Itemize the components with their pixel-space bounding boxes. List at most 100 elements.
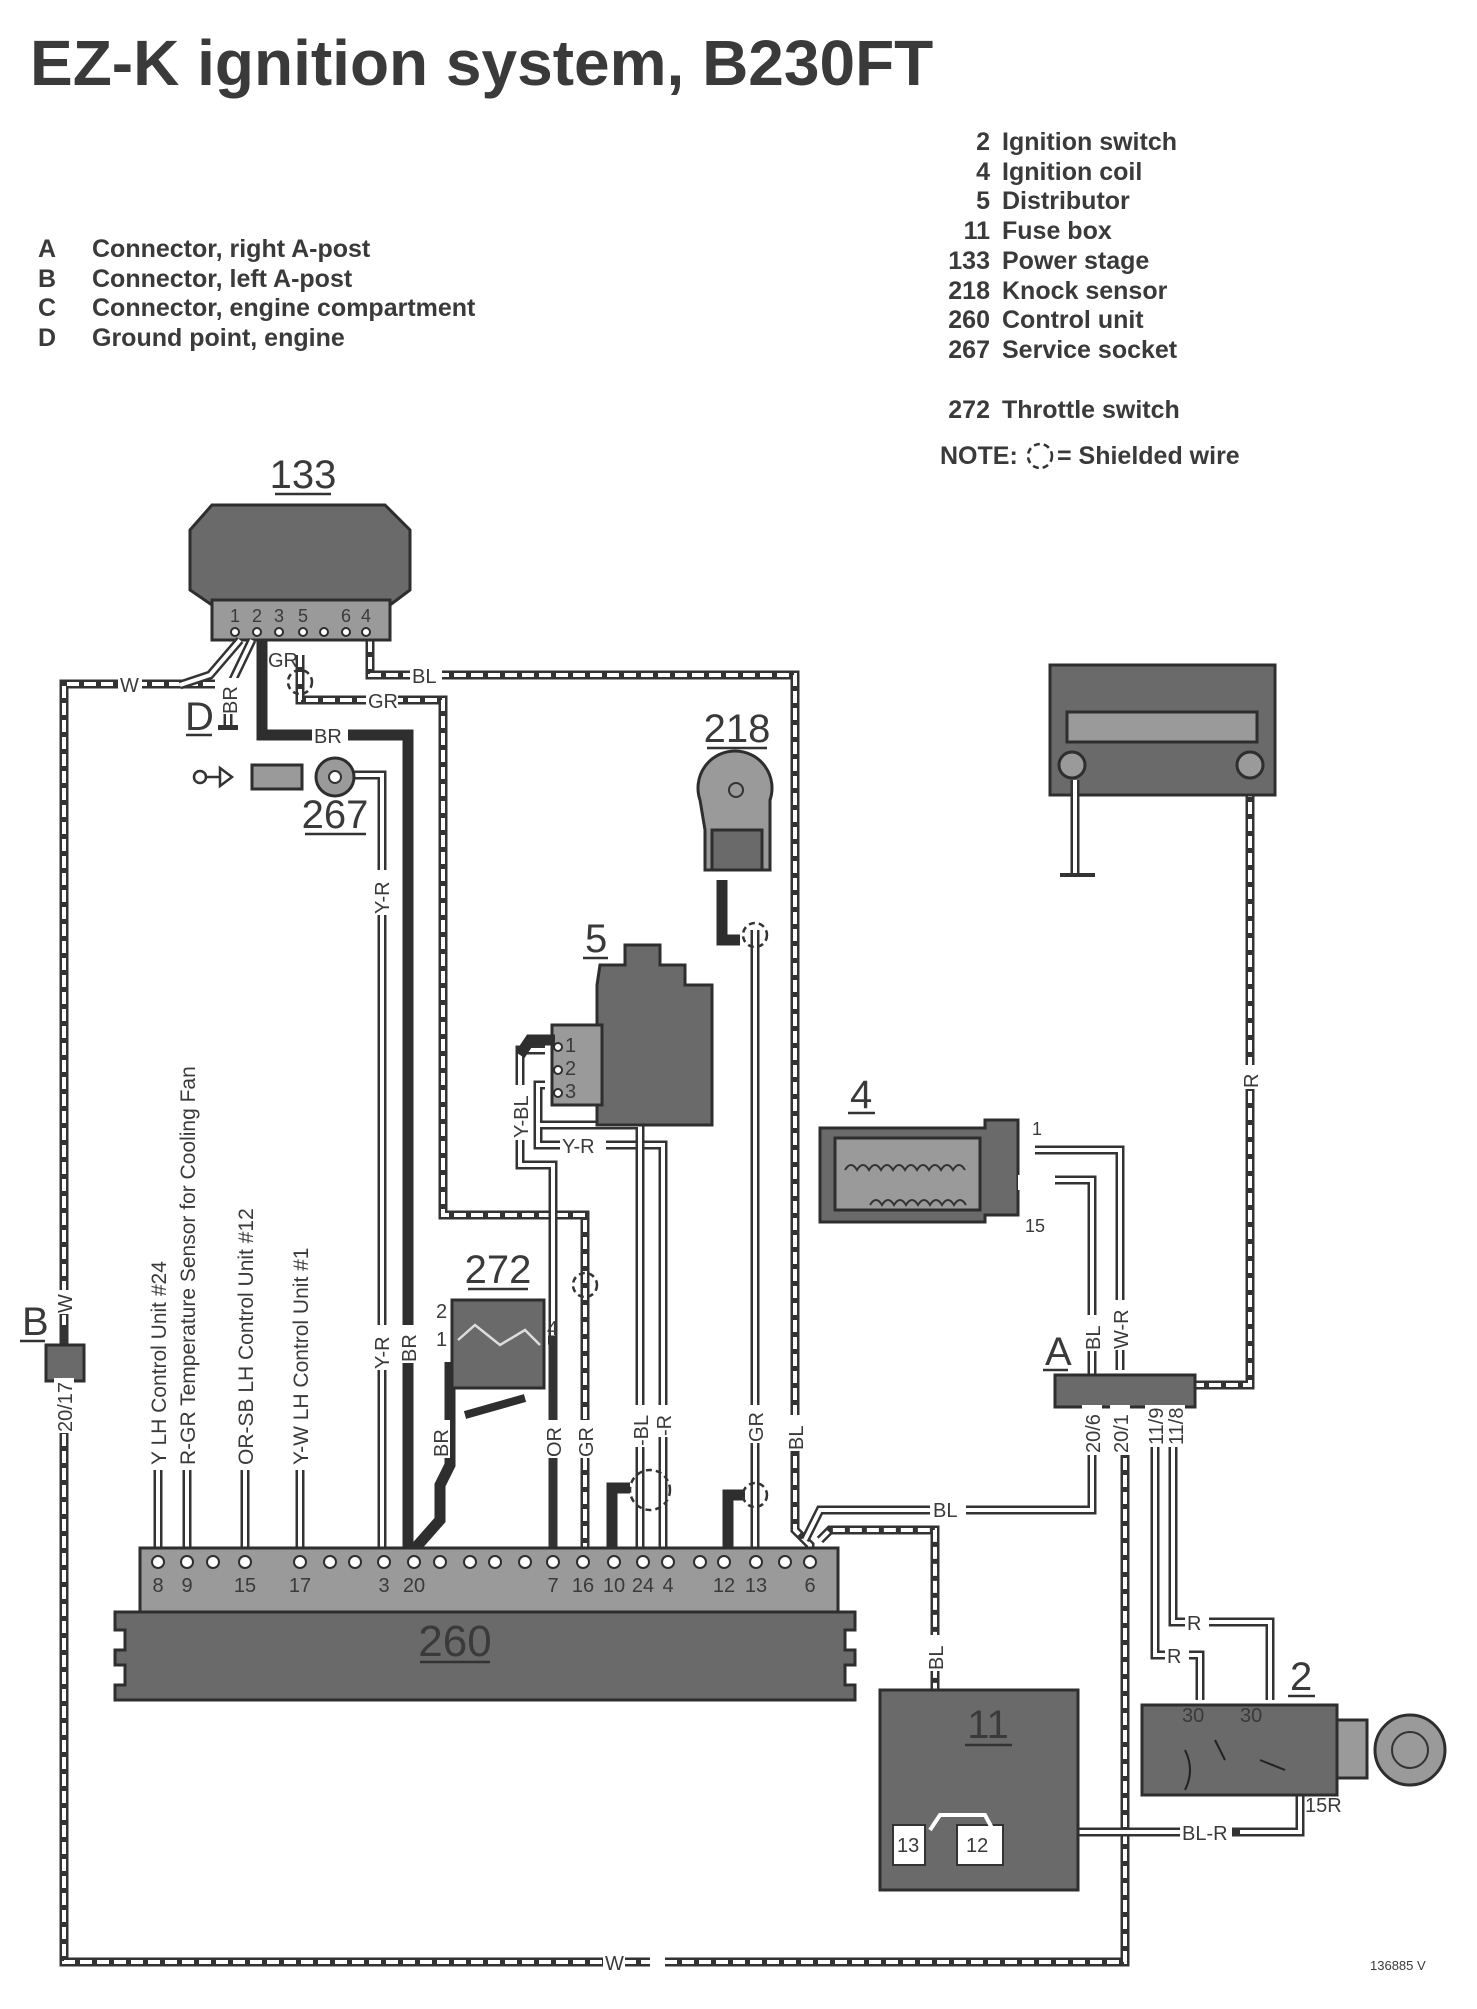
legend-num: 11	[964, 217, 991, 245]
pin-labels: 1 2 3 5 6 4	[230, 606, 371, 626]
wire-label: Y-R	[372, 881, 394, 914]
note-suffix: = Shielded wire	[1057, 442, 1240, 470]
legend-text: Ignition switch	[1002, 128, 1177, 156]
pin-label: 2	[436, 1301, 447, 1323]
connector-pin-label: 20/17	[55, 1382, 77, 1432]
vertical-note: OR-SB LH Control Unit #12	[235, 1208, 258, 1465]
pin-label: 1	[1032, 1119, 1042, 1139]
fuse-label: 13	[897, 1835, 919, 1857]
connector-label: A	[1045, 1330, 1072, 1374]
wire-label: Y-R	[562, 1136, 595, 1158]
wire-label: W	[605, 1953, 624, 1975]
pin-label: 20	[403, 1575, 425, 1597]
legend-num: 260	[948, 306, 990, 334]
unused-pin-dot	[463, 1555, 477, 1569]
legend-key: C	[38, 294, 56, 322]
pin-label: 1	[436, 1329, 447, 1351]
legend-text: Connector, right A-post	[92, 235, 371, 263]
pin-dot	[377, 1555, 391, 1569]
pin-dot	[151, 1555, 165, 1569]
shield-symbol-icon	[286, 668, 314, 696]
wire-r-right	[1155, 785, 1255, 1390]
legend-num: 4	[976, 158, 990, 186]
pin-dot	[180, 1555, 194, 1569]
pin-dot	[803, 1555, 817, 1569]
wire-label: GR	[746, 1412, 768, 1442]
fuse-label: 12	[966, 1835, 988, 1857]
wire-label: Y-BL	[511, 1095, 533, 1138]
pin-label: 2	[252, 606, 262, 626]
legend-num: 218	[948, 277, 990, 305]
legend-text: Connector, left A-post	[92, 265, 353, 293]
terminal-label: 30	[1182, 1705, 1204, 1727]
pin-label: 4	[662, 1575, 673, 1597]
key-cylinder-icon	[1373, 1713, 1447, 1787]
wire-labels: W BL GR BR GR Y-R BL R R BL-R W BR Y-R Y…	[54, 650, 1263, 1975]
top-right-component	[1048, 663, 1277, 877]
connector-pin-label: 11/9	[1146, 1408, 1168, 1445]
wire-label: -R	[654, 1415, 676, 1436]
legend-num: 267	[948, 336, 990, 364]
pin-label: 6	[804, 1575, 815, 1597]
distributor-5: 5 1 2 3	[515, 917, 714, 1127]
wire-label: W	[120, 675, 139, 697]
pin-dots	[151, 1555, 817, 1569]
wire-label: OR	[544, 1427, 566, 1457]
component-number: 11	[967, 1703, 1009, 1747]
connector-b: B	[20, 1300, 86, 1383]
legend-text: Knock sensor	[1002, 277, 1168, 305]
external-wire-notes: Y LH Control Unit #24 R-GR Temperature S…	[148, 1066, 313, 1465]
pin-label: 2	[565, 1058, 576, 1080]
wire-label: BR	[220, 686, 242, 714]
legend-key: B	[38, 265, 56, 293]
unused-pin-dot	[348, 1555, 362, 1569]
component-number: 5	[585, 917, 607, 961]
pin-dot	[749, 1555, 763, 1569]
pin-dot	[407, 1555, 421, 1569]
page-title: EZ-K ignition system, B230FT	[30, 27, 933, 99]
pin-label: 6	[341, 606, 351, 626]
connector-pin-label: 20/1	[1111, 1414, 1133, 1453]
pin-label: 4	[361, 606, 371, 626]
pin-label: 17	[289, 1575, 311, 1597]
component-number: 133	[270, 453, 337, 497]
pin-dot	[238, 1555, 252, 1569]
legend-key: A	[38, 235, 56, 263]
legend-text: Ground point, engine	[92, 324, 345, 352]
wire-label: R	[1167, 1646, 1181, 1668]
pin-dot	[636, 1555, 650, 1569]
wire-label: BR	[314, 726, 342, 748]
pin-label: 5	[298, 606, 308, 626]
component-number: 2	[1290, 1655, 1312, 1699]
legend-text: Throttle switch	[1002, 396, 1180, 424]
pin-label: 3	[274, 606, 284, 626]
throttle-switch-272: 272 2 1 4	[436, 1248, 558, 1419]
shielded-wire-note: NOTE: = Shielded wire	[940, 442, 1240, 470]
component-number: 267	[302, 793, 369, 837]
pin-label: 7	[547, 1575, 558, 1597]
wire-label: R	[1187, 1613, 1201, 1635]
connector-label: B	[22, 1300, 49, 1344]
component-number: 260	[418, 1617, 491, 1666]
legend-num: 2	[976, 128, 990, 156]
pin-dot	[293, 1555, 307, 1569]
wire-or-272	[548, 1335, 558, 1553]
wire-label: BR	[399, 1334, 421, 1362]
service-socket-267: 267	[192, 756, 369, 837]
legend-text: Control unit	[1002, 306, 1144, 334]
unused-pin-dot	[518, 1555, 532, 1569]
wire-label: GR	[268, 650, 298, 672]
legend-num: 272	[948, 396, 990, 424]
wire-label: Y-R	[372, 1336, 394, 1369]
pin-label: 3	[565, 1081, 576, 1103]
pin-dot	[607, 1555, 621, 1569]
pin-dot	[546, 1555, 560, 1569]
wire-label: GR	[576, 1427, 598, 1457]
ignition-coil-4: 4 1 15	[818, 1073, 1048, 1236]
wire-label: BL	[412, 666, 436, 688]
pin-label: 13	[745, 1575, 767, 1597]
pin-label: 1	[230, 606, 240, 626]
